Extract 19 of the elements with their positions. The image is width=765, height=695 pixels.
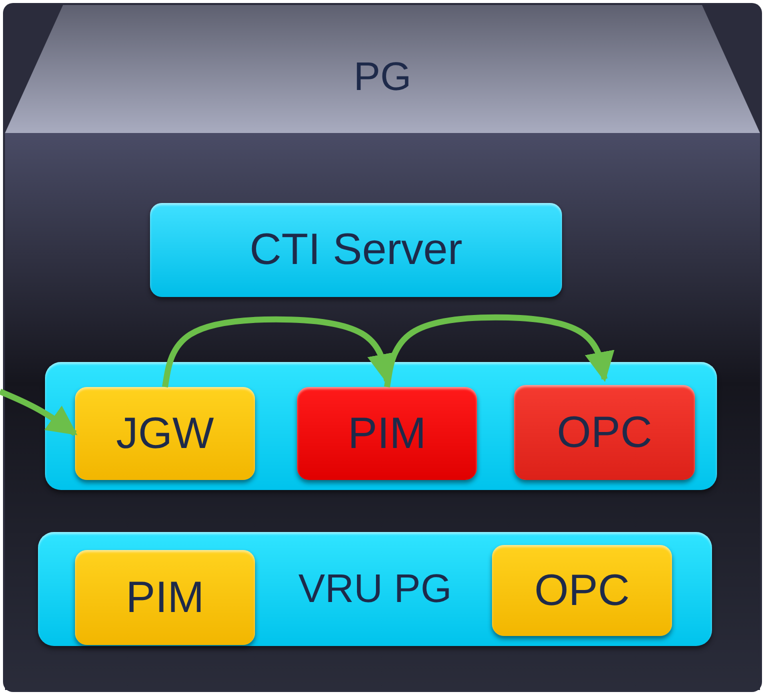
- process-box: [492, 545, 672, 636]
- process-box: [75, 550, 255, 645]
- box-label: OPC: [556, 410, 652, 454]
- group-title: VRU PG: [298, 569, 452, 609]
- process-box: [75, 387, 255, 480]
- arrow: [384, 314, 614, 388]
- box-label: JGW: [116, 412, 214, 456]
- process-box: [297, 387, 477, 480]
- box-label: CTI Server: [250, 228, 462, 272]
- box-label: OPC: [534, 568, 630, 612]
- process-box: [514, 385, 695, 480]
- process-box: [150, 203, 562, 297]
- box-label: PIM: [126, 576, 204, 620]
- box-label: PIM: [348, 412, 426, 456]
- cabinet-title: PG: [354, 57, 412, 97]
- group-band: [38, 532, 712, 646]
- arrow: [0, 388, 78, 436]
- group-band: [45, 362, 717, 490]
- server-cabinet: [3, 3, 762, 692]
